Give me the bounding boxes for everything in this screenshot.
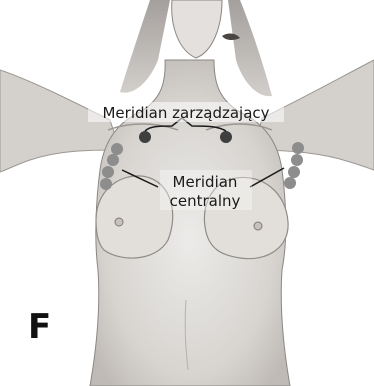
left-nipple [115, 218, 123, 226]
central-meridian-point-right-4 [284, 177, 296, 189]
central-meridian-point-right-1 [292, 142, 304, 154]
central-meridian-point-left-4 [100, 178, 112, 190]
central-meridian-label-line1: Meridian [173, 173, 238, 191]
central-meridian-point-left-1 [111, 143, 123, 155]
central-meridian-point-left-2 [107, 154, 119, 166]
central-meridian-label-line2: centralny [170, 192, 241, 210]
central-meridian-point-left-3 [102, 166, 114, 178]
governing-meridian-point-right [220, 131, 232, 143]
panel-letter: F [28, 307, 51, 347]
right-nipple [254, 222, 262, 230]
governing-meridian-point-left [139, 131, 151, 143]
central-meridian-point-right-2 [291, 154, 303, 166]
governing-meridian-label: Meridian zarządzający [102, 104, 269, 122]
central-meridian-point-right-3 [288, 166, 300, 178]
